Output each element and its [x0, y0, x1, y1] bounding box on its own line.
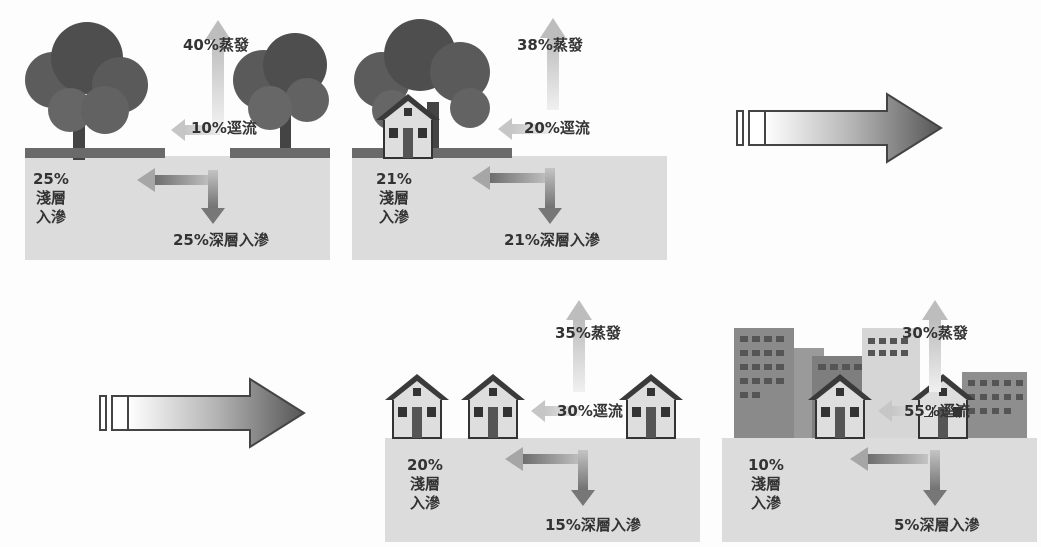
- evaporation-arrow: [540, 18, 566, 110]
- house-icon: [376, 94, 440, 159]
- house-icon: [619, 374, 683, 439]
- deep-infiltration-arrow: [571, 450, 595, 506]
- runoff-label: 20%逕流: [524, 119, 590, 137]
- shallow-infiltration-label: 21%淺層入滲: [376, 170, 412, 226]
- evaporation-label: 35%蒸發: [555, 324, 621, 342]
- runoff-arrow: [171, 119, 220, 141]
- grass-strip: [230, 148, 330, 158]
- transition-arrow-icon: [98, 375, 308, 455]
- evaporation-arrow: [205, 20, 231, 126]
- deep-infiltration-label: 5%深層入滲: [894, 516, 980, 534]
- runoff-arrow: [878, 400, 932, 422]
- shallow-infiltration-arrow: [850, 447, 928, 471]
- shallow-infiltration-label: 20%淺層入滲: [407, 456, 443, 512]
- evaporation-label: 30%蒸發: [902, 324, 968, 342]
- runoff-label: 30%逕流: [557, 402, 623, 420]
- runoff-arrow: [531, 400, 580, 422]
- house-icon: [911, 374, 975, 439]
- grass-strip: [25, 148, 165, 158]
- shallow-infiltration-arrow: [505, 447, 583, 471]
- scenario-urban-panel: 30%蒸發 55%逕流 10%淺層入滲 5%深層入滲: [722, 298, 1037, 542]
- scenario-rural-panel: 38%蒸發 20%逕流 21%淺層入滲 21%深層入滲: [352, 10, 667, 260]
- building-windows: [740, 336, 1023, 414]
- tree-icon: [25, 22, 148, 160]
- house-icon: [385, 374, 449, 439]
- shallow-infiltration-arrow: [137, 168, 213, 192]
- scenario-natural-panel: 40%蒸發 10%逕流 25%淺層入滲 25%深層入滲: [25, 10, 330, 260]
- deep-infiltration-label: 25%深層入滲: [173, 231, 269, 249]
- runoff-label: 10%逕流: [191, 119, 257, 137]
- ground-layer: [25, 156, 330, 260]
- evaporation-label: 40%蒸發: [183, 36, 249, 54]
- scenario-suburban-panel: 35%蒸發 30%逕流 20%淺層入滲 15%深層入滲: [385, 298, 700, 542]
- runoff-arrow: [498, 118, 552, 140]
- evaporation-arrow: [566, 300, 592, 392]
- deep-infiltration-arrow: [923, 450, 947, 506]
- shallow-infiltration-arrow: [472, 166, 550, 190]
- deep-infiltration-label: 21%深層入滲: [504, 231, 600, 249]
- evaporation-arrow: [922, 300, 948, 392]
- house-icon: [808, 374, 872, 439]
- evaporation-label: 38%蒸發: [517, 36, 583, 54]
- deep-infiltration-label: 15%深層入滲: [545, 516, 641, 534]
- deep-infiltration-arrow: [538, 168, 562, 224]
- transition-arrow-icon: [735, 90, 945, 170]
- house-icon: [461, 374, 525, 439]
- tree-icon: [233, 33, 329, 158]
- shallow-infiltration-label: 10%淺層入滲: [748, 456, 784, 512]
- runoff-label: 55%逕流: [904, 402, 970, 420]
- deep-infiltration-arrow: [201, 170, 225, 224]
- shallow-infiltration-label: 25%淺層入滲: [33, 170, 69, 226]
